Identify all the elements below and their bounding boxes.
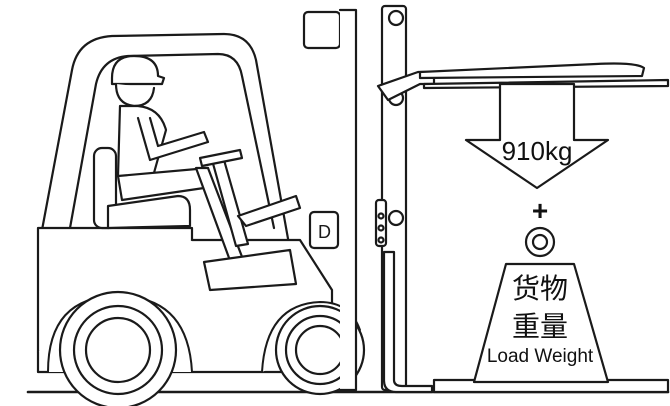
load-arrow [464, 82, 610, 190]
svg-text:D: D [318, 222, 331, 242]
weight-label-cn-line2: 重量 [512, 311, 568, 342]
steering-assembly [198, 148, 302, 292]
fork-load-label: 910kg [502, 136, 573, 166]
rear-wheel [58, 290, 178, 406]
weight-label-en: Load Weight [487, 346, 594, 367]
plus-sign: + [532, 195, 548, 226]
weight-label-cn-line1: 货物 [512, 273, 568, 304]
mast-outer: D [302, 8, 358, 392]
operator-seat [92, 146, 192, 230]
lower-fork [382, 250, 670, 394]
load-weight-block [472, 226, 610, 384]
